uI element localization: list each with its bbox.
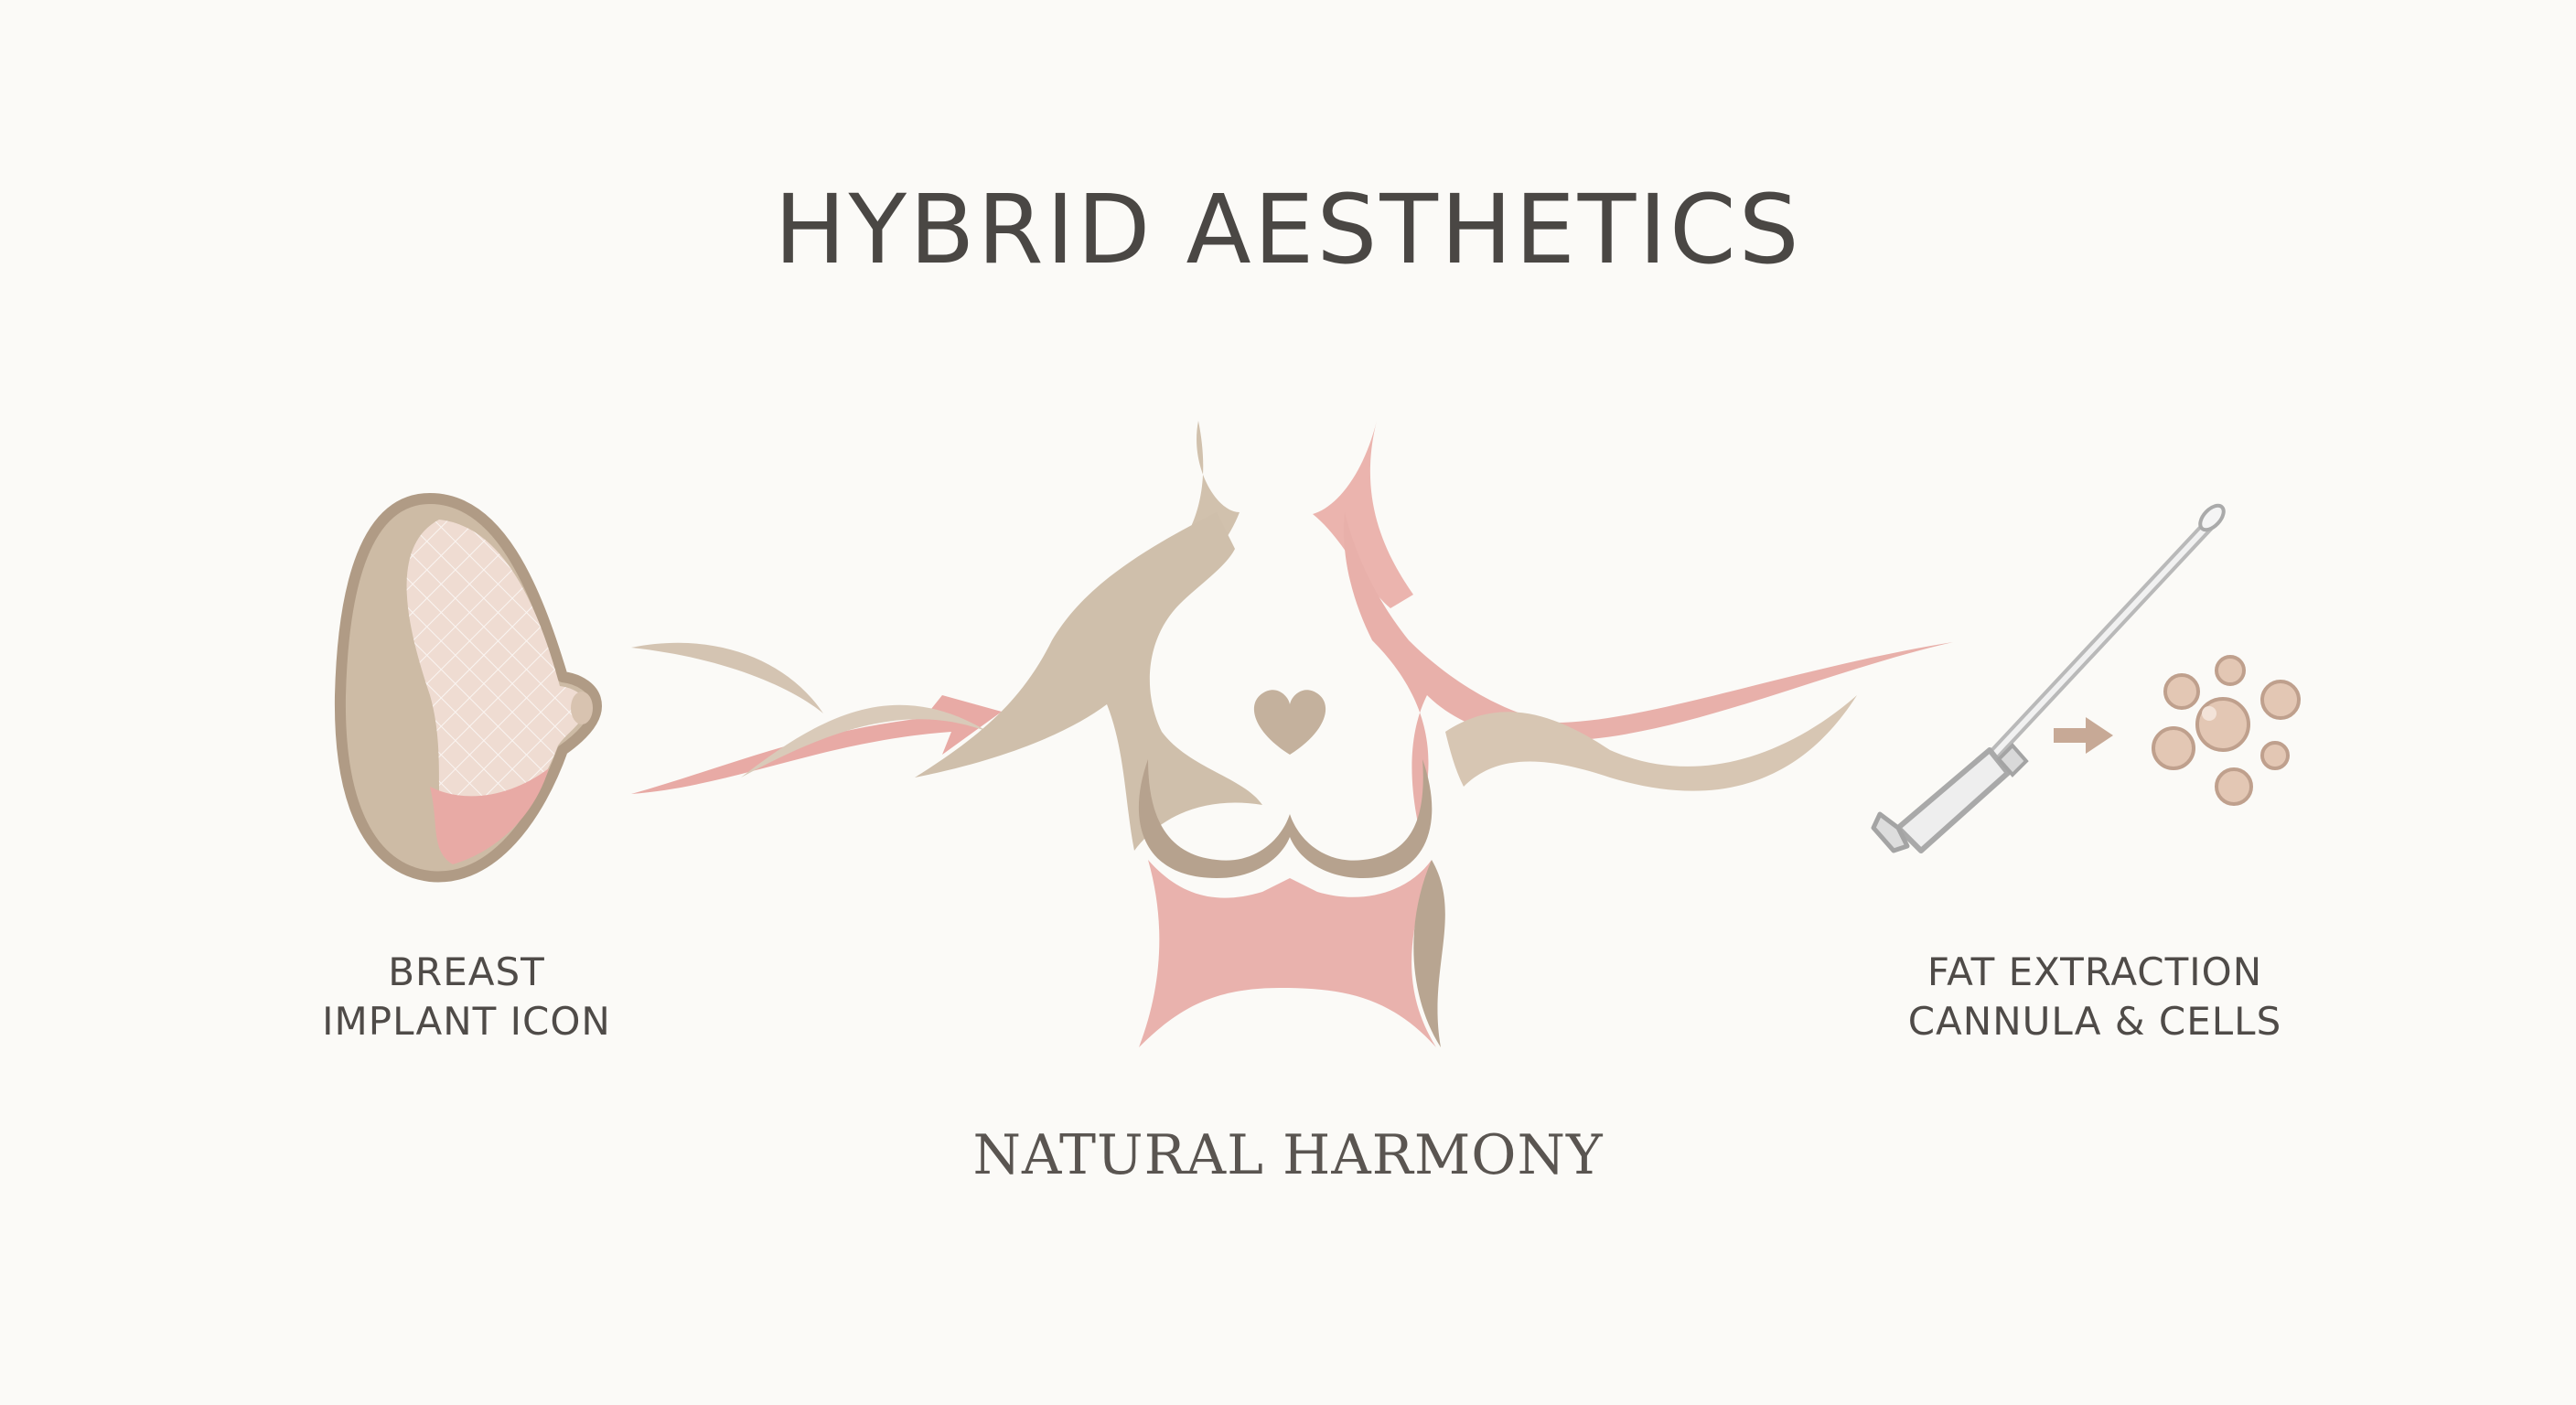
- breast-implant-label-line1: BREAST: [388, 949, 545, 994]
- cannula-label: FAT EXTRACTION CANNULA & CELLS: [1839, 948, 2351, 1046]
- breast-implant-label-line2: IMPLANT ICON: [322, 999, 611, 1044]
- breast-implant-icon: [334, 493, 602, 883]
- arrow-right-icon: [631, 642, 1002, 794]
- cannula-label-line2: CANNULA & CELLS: [1907, 999, 2282, 1044]
- arrow-right-icon: [2054, 717, 2113, 754]
- heart-icon: [1253, 690, 1326, 755]
- cannula-label-line1: FAT EXTRACTION: [1927, 949, 2263, 994]
- caption: NATURAL HARMONY: [972, 1123, 1604, 1187]
- cannula-icon: [1871, 503, 2226, 853]
- page-title: HYBRID AESTHETICS: [774, 174, 1802, 285]
- torso-figure: [915, 421, 1953, 1047]
- breast-implant-label: BREAST IMPLANT ICON: [274, 948, 659, 1046]
- fat-cells-icon: [2152, 655, 2301, 806]
